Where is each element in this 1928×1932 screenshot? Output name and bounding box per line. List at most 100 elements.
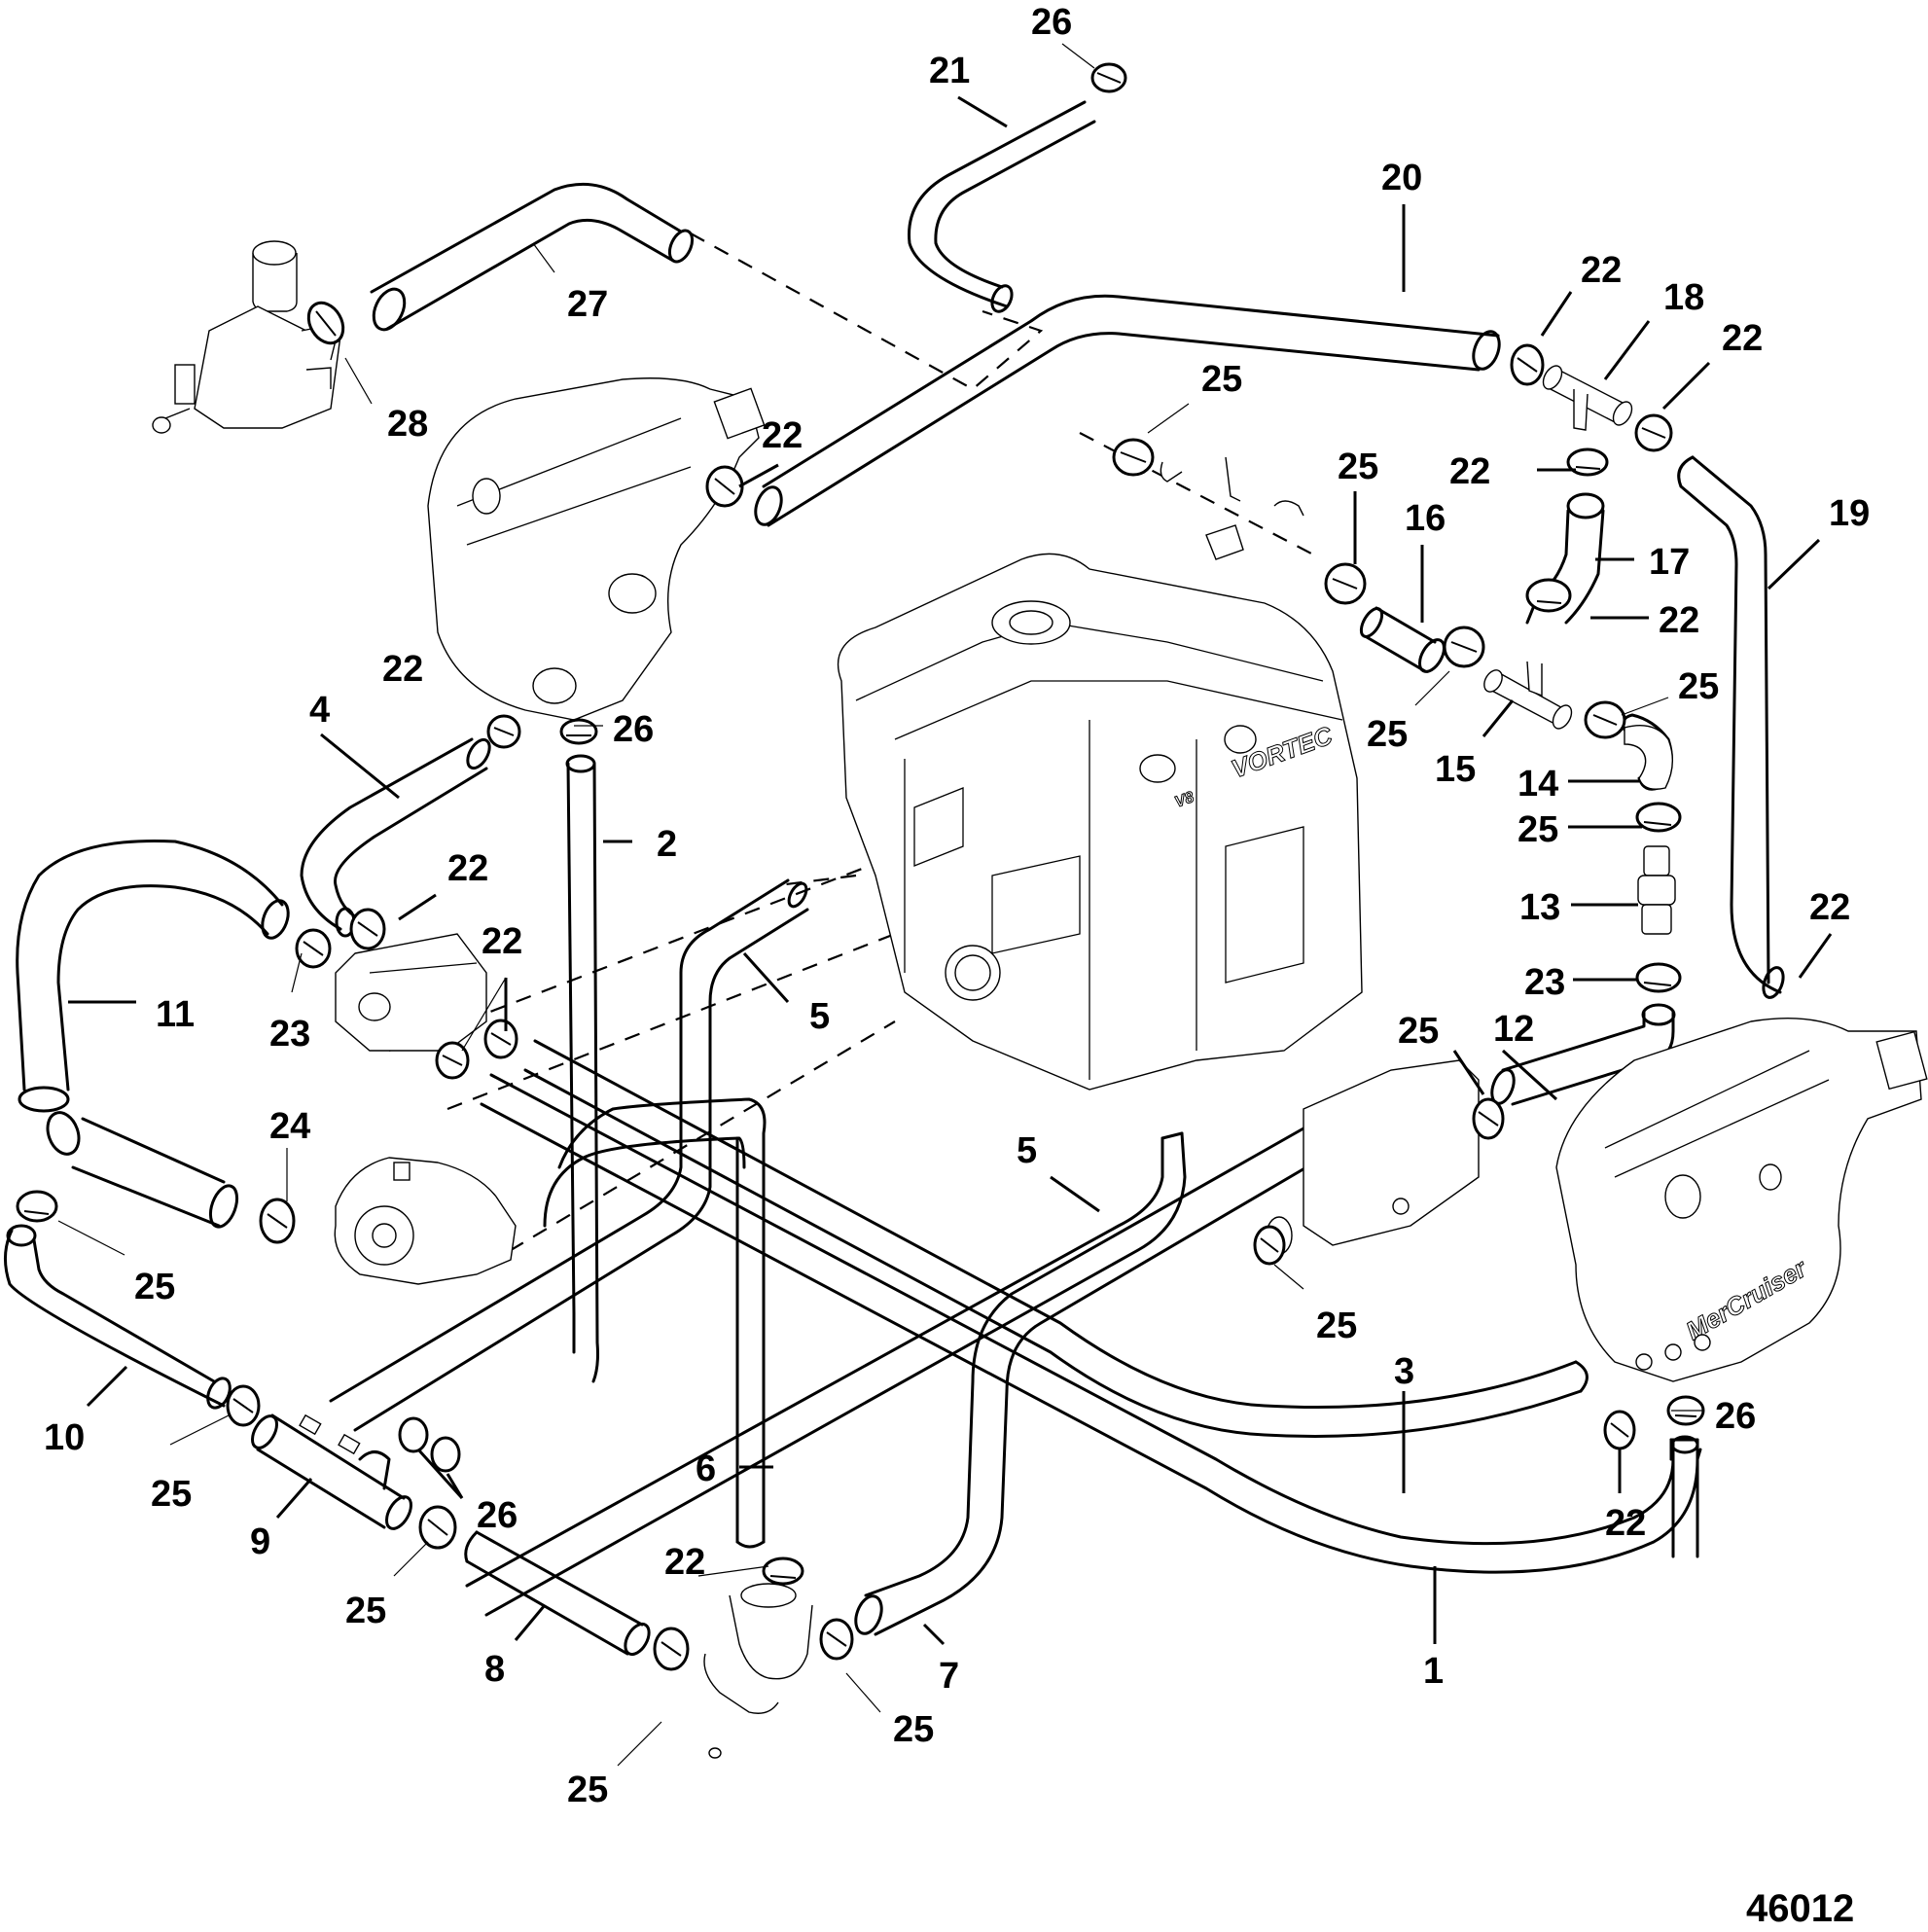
hose-11 [16,839,290,1229]
callout-10: 10 [44,1417,85,1458]
clamp-25-h [1253,1225,1286,1266]
callout-19: 19 [1829,493,1870,534]
callout-22: 22 [1722,318,1763,359]
callout-20: 20 [1381,158,1422,198]
callout-22: 22 [1809,887,1850,928]
callout-14: 14 [1517,764,1558,805]
callout-13: 13 [1519,887,1560,928]
clamp-23-a [295,928,332,969]
callout-8: 8 [484,1649,505,1690]
callout-26: 26 [1715,1396,1756,1437]
callouts: 26 21 20 27 28 22 18 22 25 22 25 22 19 1… [44,2,1870,1810]
heat-exchanger-module [1266,1059,1480,1255]
clamp-26-b [559,718,598,745]
hose-4 [300,737,491,938]
callout-18: 18 [1663,277,1704,318]
clamp-28 [306,301,345,345]
callout-26: 26 [477,1495,518,1536]
clamp-26-top [1090,62,1127,93]
callout-25: 25 [1316,1306,1357,1346]
callout-25: 25 [345,1591,386,1631]
clamp-22-d [705,465,744,508]
hose-7 [854,1127,1325,1636]
clamp-22-c [1566,447,1609,477]
callout-22: 22 [762,415,803,456]
callout-15: 15 [1435,749,1476,790]
hose-5-upper [329,878,809,1432]
callout-5: 5 [809,996,830,1037]
clamp-22-j [1603,1410,1636,1450]
elbow-14 [1624,725,1673,790]
clamp-22-g [349,908,386,950]
callout-22: 22 [447,848,488,889]
callout-25: 25 [1517,809,1558,850]
hose-6 [543,1097,767,1549]
callout-7: 7 [939,1656,959,1697]
callout-25: 25 [134,1267,175,1307]
tee-fitting-18 [1542,365,1633,431]
callout-22: 22 [482,921,522,962]
clamp-26-d [398,1416,461,1473]
exhaust-manifold-left [427,377,766,721]
callout-22: 22 [382,649,423,690]
components: VORTEC V8 MerCruiser [152,240,1928,1759]
engine-block: VORTEC V8 [837,553,1363,1091]
callout-25: 25 [151,1474,192,1515]
callout-22: 22 [1449,451,1490,492]
clamp-25-a [1112,438,1155,477]
callout-21: 21 [929,51,970,91]
callout-23: 23 [1524,962,1565,1003]
callout-17: 17 [1649,542,1690,583]
callout-25: 25 [1367,714,1408,755]
callout-23: 23 [269,1014,310,1055]
hose-1-upper [1669,1435,1699,1558]
figure-number: 46012 [1746,1887,1854,1930]
clamp-25-i [226,1384,261,1427]
water-valve [703,1583,813,1759]
callout-9: 9 [250,1521,270,1562]
hose-21 [908,100,1096,313]
clamp-25-l [819,1618,854,1661]
clamp-25-d [1584,700,1626,739]
callout-1: 1 [1423,1651,1444,1692]
seawater-pump [334,1157,517,1285]
clamp-22-a [1510,343,1545,386]
hose-9 [251,1413,412,1530]
clamp-22-f [486,714,521,749]
callout-22: 22 [664,1542,705,1583]
callout-12: 12 [1493,1009,1534,1050]
exhaust-manifold-right: MerCruiser [1555,1017,1928,1382]
hose-10 [4,1224,232,1410]
thermostat-housing [152,240,341,434]
callout-26: 26 [1031,2,1072,43]
hose-16 [1359,606,1446,673]
engine-badge-text: V8 [1173,789,1196,811]
clamps [16,62,1705,1671]
callout-22: 22 [1659,600,1699,641]
callout-5: 5 [1017,1130,1037,1171]
hose-8 [464,1530,651,1657]
clamp-22-i [435,1041,470,1080]
clamp-25-k [653,1627,690,1671]
callout-16: 16 [1405,498,1446,539]
small-fittings-chain [1160,456,1304,560]
callout-27: 27 [567,284,608,325]
clamp-22-b [1634,413,1673,452]
clamp-24 [259,1198,296,1244]
callout-4: 4 [309,690,330,731]
clamp-25-b [1324,562,1367,605]
clamp-25-f [16,1190,58,1223]
callout-6: 6 [696,1449,716,1489]
fitting-13 [1637,845,1676,935]
callout-28: 28 [387,404,428,445]
clamp-23-b [1635,962,1682,993]
hose-27 [370,182,695,332]
hose-1 [480,1073,1702,1574]
callout-2: 2 [657,824,677,865]
tee-fitting-15 [1483,661,1573,730]
hose-3 [523,1039,1589,1439]
leader-lines [57,43,1833,1767]
clamp-22-e [1525,578,1572,613]
clamp-25-g [1472,1097,1505,1140]
